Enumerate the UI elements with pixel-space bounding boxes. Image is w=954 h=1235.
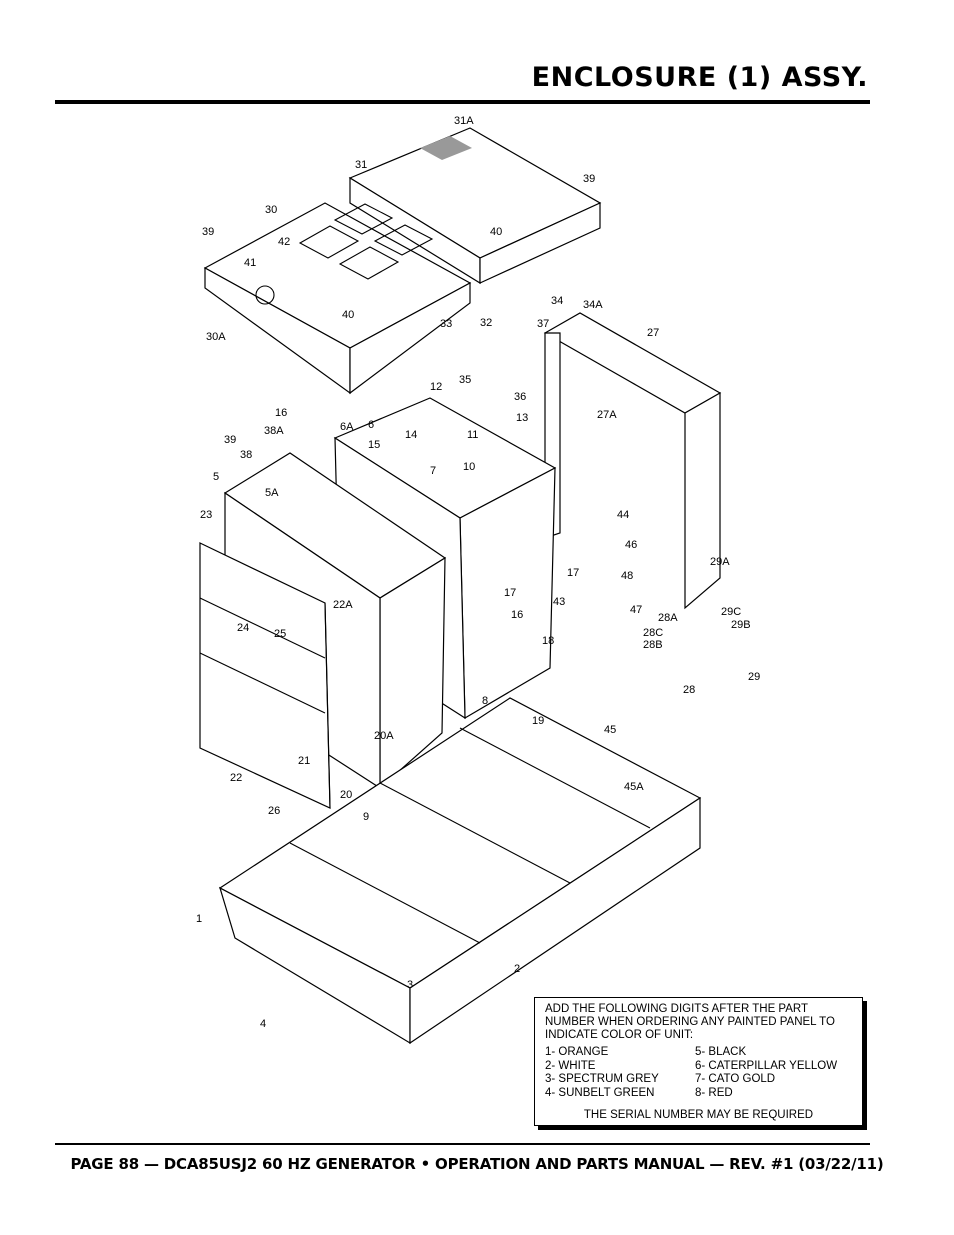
color-list-1: 1- ORANGE 2- WHITE 3- SPECTRUM GREY 4- S… bbox=[545, 1046, 659, 1100]
base-frame bbox=[218, 697, 702, 1045]
callout: 12 bbox=[430, 381, 442, 393]
callout: 38A bbox=[264, 425, 284, 437]
callout: 22A bbox=[333, 599, 353, 611]
paint-color-note: ADD THE FOLLOWING DIGITS AFTER THE PART … bbox=[534, 997, 863, 1126]
note-intro: ADD THE FOLLOWING DIGITS AFTER THE PART … bbox=[545, 1003, 835, 1041]
callout: 7 bbox=[430, 465, 436, 477]
callout: 13 bbox=[516, 412, 528, 424]
exploded-assembly-diagram: 31A 31 39 30 42 41 40 39 30A 40 33 32 34… bbox=[196, 115, 760, 1045]
callout: 34 bbox=[551, 295, 563, 307]
callout: 23 bbox=[200, 509, 212, 521]
callout: 18 bbox=[542, 635, 554, 647]
color-item: 1- ORANGE bbox=[545, 1046, 609, 1058]
callout: 30A bbox=[206, 331, 226, 343]
callout: 3 bbox=[407, 979, 413, 991]
callout: 2 bbox=[514, 963, 520, 975]
color-item: 3- SPECTRUM GREY bbox=[545, 1073, 659, 1085]
color-item: 7- CATO GOLD bbox=[695, 1073, 776, 1085]
callout: 40 bbox=[490, 226, 502, 238]
callout: 16 bbox=[511, 609, 523, 621]
callout: 31A bbox=[454, 115, 474, 127]
callout: 47 bbox=[630, 604, 642, 616]
left-roof-panel bbox=[203, 202, 472, 395]
callout: 30 bbox=[265, 204, 277, 216]
callout: 5A bbox=[265, 487, 279, 499]
callout: 27 bbox=[647, 327, 659, 339]
callout: 39 bbox=[202, 226, 214, 238]
callout: 9 bbox=[363, 811, 369, 823]
color-item: 8- RED bbox=[695, 1086, 733, 1099]
callout: 42 bbox=[278, 236, 290, 248]
callout: 26 bbox=[268, 805, 280, 817]
callout: 27A bbox=[597, 409, 617, 421]
callout: 28B bbox=[643, 639, 663, 651]
callout: 29C bbox=[721, 606, 741, 618]
callout: 41 bbox=[244, 257, 256, 269]
callout: 29B bbox=[731, 619, 751, 631]
callout: 4 bbox=[260, 1018, 266, 1030]
callout: 45A bbox=[624, 781, 644, 793]
callout: 22 bbox=[230, 772, 242, 784]
color-item: 2- WHITE bbox=[545, 1059, 596, 1072]
callout: 28A bbox=[658, 612, 678, 624]
callout: 45 bbox=[604, 724, 616, 736]
callout: 8 bbox=[482, 695, 488, 707]
callout: 19 bbox=[532, 715, 544, 727]
callout: 29A bbox=[710, 556, 730, 568]
callout: 25 bbox=[274, 628, 286, 640]
callout: 10 bbox=[463, 461, 475, 473]
color-item: 5- BLACK bbox=[695, 1046, 747, 1058]
footer-rule bbox=[55, 1143, 870, 1145]
callout: 33 bbox=[440, 318, 452, 330]
callout: 11 bbox=[467, 429, 478, 441]
callout: 44 bbox=[617, 509, 629, 521]
callout: 6 bbox=[368, 419, 374, 431]
callout: 38 bbox=[240, 449, 252, 461]
callout: 16 bbox=[275, 407, 287, 419]
callout: 35 bbox=[459, 374, 471, 386]
serial-note: THE SERIAL NUMBER MAY BE REQUIRED bbox=[583, 1109, 814, 1121]
callout: 36 bbox=[514, 391, 526, 403]
callout: 32 bbox=[480, 317, 492, 329]
color-item: 4- SUNBELT GREEN bbox=[545, 1086, 655, 1099]
header-rule bbox=[55, 100, 870, 104]
color-list-2: 5- BLACK 6- CATERPILLAR YELLOW 7- CATO G… bbox=[695, 1046, 837, 1100]
callout: 21 bbox=[298, 755, 310, 767]
callout: 17 bbox=[504, 587, 516, 599]
callout: 14 bbox=[405, 429, 417, 441]
callout: 5 bbox=[213, 471, 219, 483]
callout: 28C bbox=[643, 627, 663, 639]
rear-frame bbox=[543, 312, 722, 610]
page-footer: PAGE 88 — DCA85USJ2 60 HZ GENERATOR • OP… bbox=[70, 1155, 884, 1173]
callout: 6A bbox=[340, 421, 354, 433]
callout: 46 bbox=[625, 539, 637, 551]
callout: 20A bbox=[374, 730, 394, 742]
callout: 17 bbox=[567, 567, 579, 579]
callout: 28 bbox=[683, 684, 695, 696]
callout: 43 bbox=[553, 596, 565, 608]
callout: 39 bbox=[583, 173, 595, 185]
callout: 29 bbox=[748, 671, 760, 683]
callout: 1 bbox=[196, 913, 202, 925]
door-panel bbox=[199, 542, 331, 809]
callout: 37 bbox=[537, 318, 549, 330]
callout: 15 bbox=[368, 439, 380, 451]
callout: 31 bbox=[355, 159, 367, 171]
callout-labels: 31A 31 39 30 42 41 40 39 30A 40 33 32 34… bbox=[196, 115, 760, 1030]
callout: 40 bbox=[342, 309, 354, 321]
callout: 20 bbox=[340, 789, 352, 801]
page-title: ENCLOSURE (1) ASSY. bbox=[531, 62, 868, 93]
callout: 24 bbox=[237, 622, 249, 634]
color-item: 6- CATERPILLAR YELLOW bbox=[695, 1059, 838, 1072]
callout: 48 bbox=[621, 570, 633, 582]
callout: 34A bbox=[583, 299, 603, 311]
callout: 39 bbox=[224, 434, 236, 446]
